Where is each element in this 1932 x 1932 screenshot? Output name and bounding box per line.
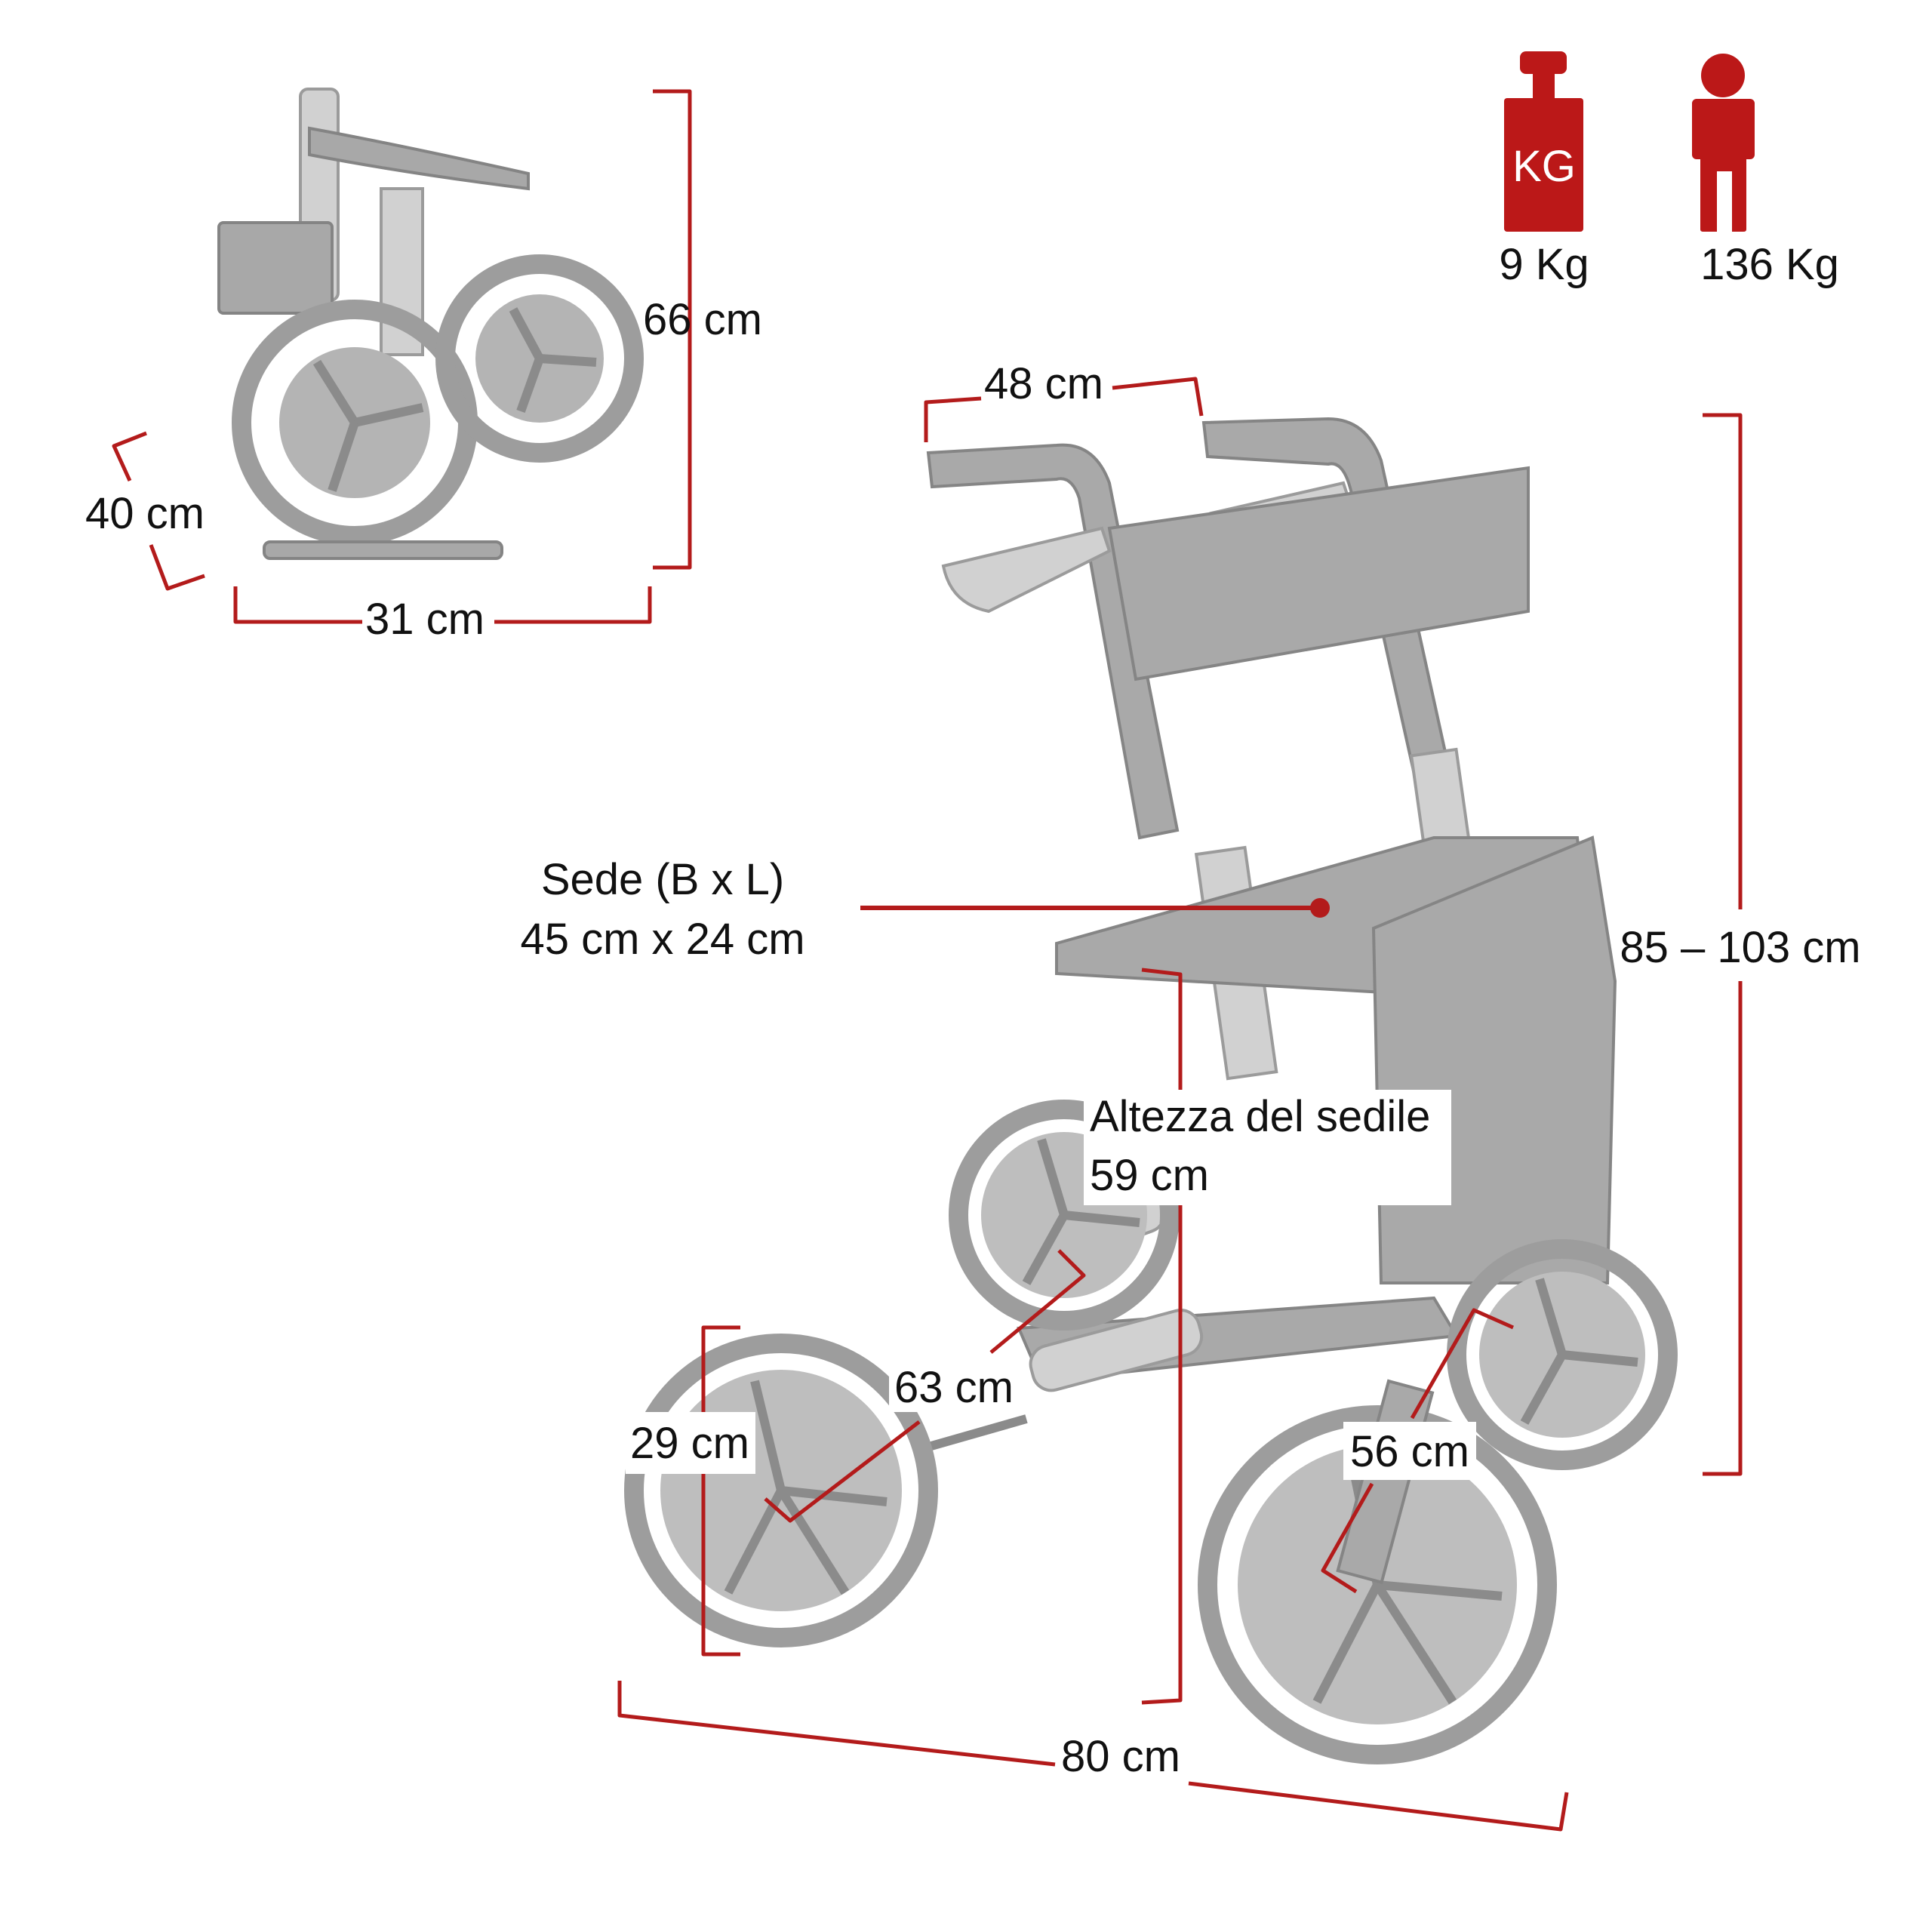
seat-height-label-box — [1084, 1090, 1451, 1205]
max-load-label: 136 Kg — [1700, 240, 1839, 289]
folded-depth-bracket — [112, 431, 205, 591]
seat-height-label: 59 cm — [1090, 1151, 1209, 1200]
handle-width-label: 48 cm — [984, 359, 1103, 408]
seat-pointer-dot — [1310, 898, 1330, 918]
rollator-image — [624, 417, 1678, 1764]
folded-height-label: 66 cm — [643, 295, 762, 344]
folded-depth-label: 40 cm — [85, 489, 205, 538]
wheel-diameter-label-box — [626, 1412, 755, 1474]
front-width-label-box — [889, 1362, 1020, 1412]
inner-width-line — [1321, 1308, 1515, 1594]
person-icon — [1692, 54, 1755, 232]
handle-height-label: 85 – 103 cm — [1620, 923, 1860, 972]
folded-width-bracket — [233, 586, 652, 624]
inner-width-label-box — [1343, 1422, 1476, 1480]
folded-height-bracket — [653, 89, 692, 570]
product-weight-label: 9 Kg — [1499, 240, 1589, 289]
wheel-diameter-label: 29 cm — [630, 1419, 749, 1468]
seat-size-label: 45 cm x 24 cm — [520, 915, 804, 964]
rear-right-wheel — [1447, 1239, 1678, 1470]
front-left-wheel — [624, 1334, 938, 1647]
weight-icon-text: KG — [1512, 142, 1576, 191]
seat-title: Sede (B x L) — [541, 855, 784, 904]
handle-height-bracket — [1703, 413, 1743, 1476]
front-width-line — [764, 1249, 1086, 1523]
length-label: 80 cm — [1061, 1732, 1180, 1781]
front-width-label: 63 cm — [894, 1363, 1014, 1412]
weight-kg-icon: KG — [1504, 51, 1583, 232]
wheel-diameter-bracket — [701, 1325, 740, 1657]
seat-height-bracket — [1141, 968, 1183, 1705]
seat-height-title: Altezza del sedile — [1090, 1092, 1430, 1141]
folded-width-label: 31 cm — [365, 595, 485, 644]
length-bracket — [617, 1681, 1569, 1832]
folded-rollator-image — [217, 88, 644, 560]
inner-width-label: 56 cm — [1350, 1427, 1469, 1476]
handle-width-bracket — [924, 377, 1204, 442]
